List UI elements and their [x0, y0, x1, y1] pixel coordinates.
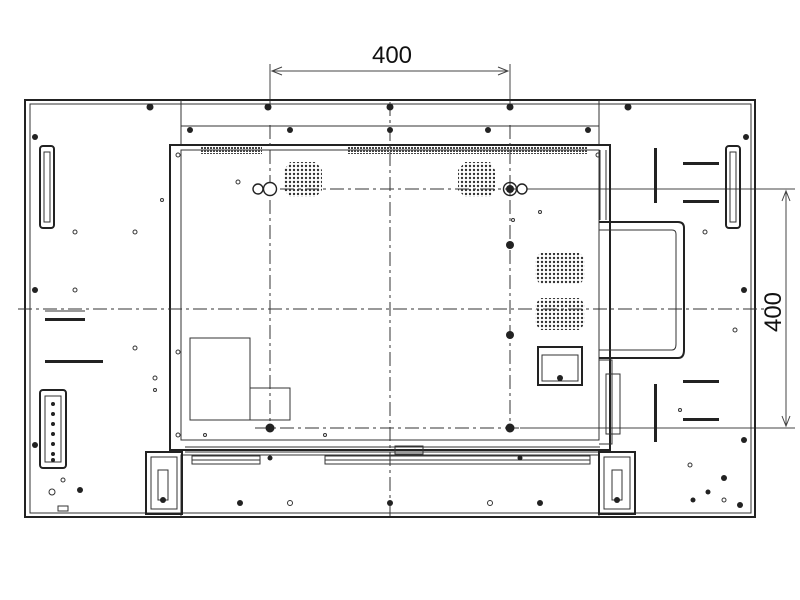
- left-side-features: [32, 198, 164, 512]
- vertical-dimension: 400: [520, 188, 795, 429]
- panel-details: [175, 152, 601, 438]
- right-carry-handle: [725, 145, 741, 229]
- top-vent-right: [347, 146, 587, 154]
- horizontal-dimension: 400: [269, 42, 511, 110]
- right-side-features: [599, 148, 747, 508]
- centerlines: [18, 102, 765, 520]
- ventilation-grilles: [284, 162, 585, 330]
- vertical-dimension-label: 400: [760, 292, 787, 332]
- left-carry-handle: [39, 145, 55, 229]
- bottom-connector-rail: [185, 445, 600, 465]
- vesa-mount-holes: [252, 181, 528, 433]
- top-vent-left: [200, 146, 262, 154]
- bottom-screws: [153, 388, 543, 506]
- top-screws: [32, 103, 749, 140]
- horizontal-dimension-label: 400: [372, 42, 412, 69]
- bottom-feet: [145, 451, 636, 515]
